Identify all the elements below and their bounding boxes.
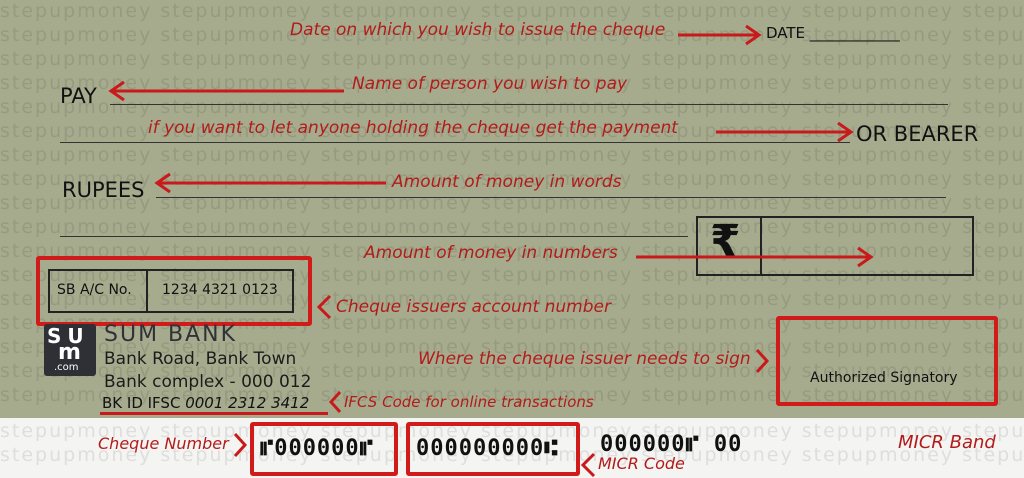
bearer-line xyxy=(60,142,850,143)
pay-label: PAY xyxy=(60,84,97,108)
rupees-line xyxy=(156,197,946,198)
bank-name: SUM BANK xyxy=(104,322,238,347)
micr-code-box: 000000000⑆ xyxy=(406,422,580,476)
account-highlight xyxy=(36,256,312,326)
watermark-row: stepupmoney stepupmoney stepupmoney step… xyxy=(0,444,1024,466)
amount-arrow xyxy=(636,246,874,268)
micr-band-label: MICR Band xyxy=(898,432,996,453)
watermark-row: stepupmoney stepupmoney stepupmoney step… xyxy=(0,120,1024,142)
watermark-row: stepupmoney stepupmoney stepupmoney step… xyxy=(0,0,1024,22)
pay-annotation: Name of person you wish to pay xyxy=(352,74,628,94)
date-annotation: Date on which you wish to issue the cheq… xyxy=(290,20,666,40)
bank-logo-mid: m xyxy=(58,340,81,365)
watermark-row: stepupmoney stepupmoney stepupmoney step… xyxy=(0,312,1024,334)
cheque-number: ⑈000000⑈ xyxy=(260,436,374,461)
micr-band: stepupmoney stepupmoney stepupmoney step… xyxy=(0,418,1024,478)
micr-code-arrow xyxy=(580,452,596,478)
ifsc-prefix: BK ID IFSC xyxy=(102,394,186,412)
account-arrow xyxy=(316,294,332,320)
watermark-row: stepupmoney stepupmoney stepupmoney step… xyxy=(0,384,1024,406)
rupees-arrow xyxy=(154,172,386,194)
watermark-row: stepupmoney stepupmoney stepupmoney step… xyxy=(0,192,1024,214)
watermark-row: stepupmoney stepupmoney stepupmoney step… xyxy=(0,24,1024,46)
signature-label: Authorized Signatory xyxy=(810,370,958,386)
bank-logo-top: SU xyxy=(47,324,90,348)
watermark-row: stepupmoney stepupmoney stepupmoney step… xyxy=(0,336,1024,358)
ifsc-underline xyxy=(100,412,328,415)
signature-arrow xyxy=(755,348,770,374)
cheque-number-annotation: Cheque Number xyxy=(98,434,229,453)
signature-annotation: Where the cheque issuer needs to sign xyxy=(418,349,751,369)
bank-address-line1: Bank Road, Bank Town xyxy=(104,349,297,369)
bank-address-line2: Bank complex - 000 012 xyxy=(104,372,312,392)
account-number: 1234 4321 0123 xyxy=(162,282,278,298)
pay-arrow xyxy=(108,80,344,102)
micr-trailing: 000000⑈ 00 xyxy=(600,432,743,457)
watermark-row: stepupmoney stepupmoney stepupmoney step… xyxy=(0,72,1024,94)
watermark-row: stepupmoney stepupmoney stepupmoney step… xyxy=(0,48,1024,70)
pay-line xyxy=(110,104,948,105)
date-arrow xyxy=(678,24,762,46)
ifsc-arrow xyxy=(328,390,342,414)
watermark-row: stepupmoney stepupmoney stepupmoney step… xyxy=(0,360,1024,382)
watermark-row: stepupmoney stepupmoney stepupmoney step… xyxy=(0,216,1024,238)
signature-box[interactable]: Authorized Signatory xyxy=(776,316,998,406)
date-label: DATE ____________ xyxy=(766,24,900,42)
watermark-row: stepupmoney stepupmoney stepupmoney step… xyxy=(0,288,1024,310)
bearer-label: OR BEARER xyxy=(856,122,979,146)
micr-code-annotation: MICR Code xyxy=(598,454,685,473)
ifsc-code: 0001 2312 3412 xyxy=(185,394,310,412)
watermark-row: stepupmoney stepupmoney stepupmoney step… xyxy=(0,96,1024,118)
ifsc-annotation: IFCS Code for online transactions xyxy=(344,393,594,411)
ifsc-line: BK ID IFSC 0001 2312 3412 xyxy=(102,394,309,412)
bearer-arrow xyxy=(716,121,854,143)
account-type-label: SB A/C No. xyxy=(57,282,132,298)
watermark-row: stepupmoney stepupmoney stepupmoney step… xyxy=(0,144,1024,166)
bank-logo: SU m .com xyxy=(44,324,96,376)
account-box: SB A/C No. 1234 4321 0123 xyxy=(48,269,294,313)
account-divider xyxy=(146,271,148,311)
bank-logo-bottom: .com xyxy=(54,362,79,373)
cheque-number-box: ⑈000000⑈ xyxy=(250,422,398,476)
rupees-label: RUPEES xyxy=(62,178,145,202)
amount-annotation: Amount of money in numbers xyxy=(364,243,618,263)
account-annotation: Cheque issuers account number xyxy=(336,297,611,317)
rupees-annotation: Amount of money in words xyxy=(392,172,622,192)
micr-code: 000000000⑆ xyxy=(416,436,559,461)
bearer-annotation: if you want to let anyone holding the ch… xyxy=(148,118,678,138)
rupees-line-2 xyxy=(60,236,688,237)
cheque-number-arrow xyxy=(233,432,248,458)
